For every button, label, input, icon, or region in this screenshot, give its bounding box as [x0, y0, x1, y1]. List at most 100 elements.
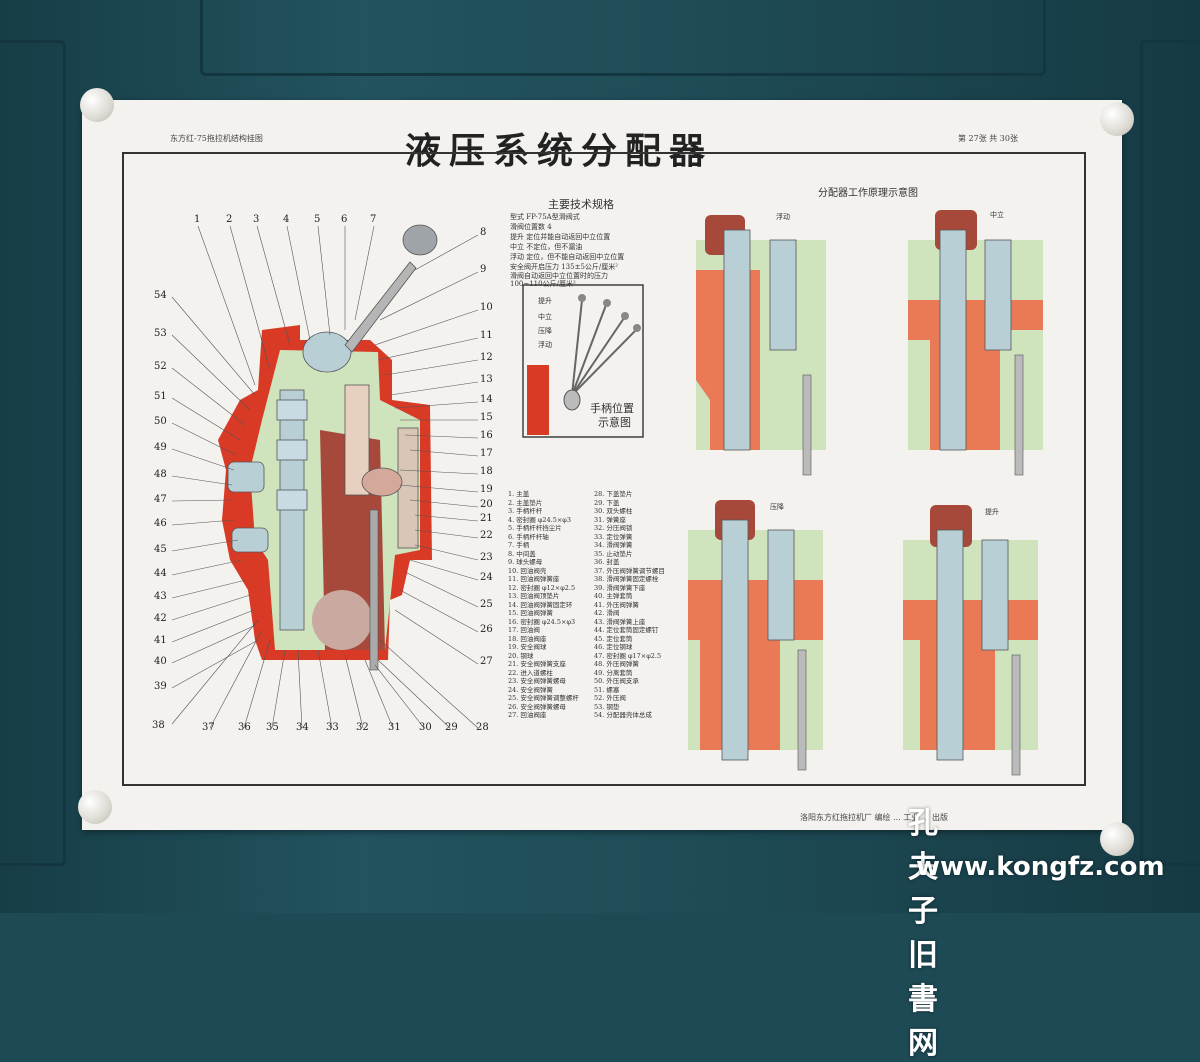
handle-position-label: 中立: [538, 313, 552, 321]
callout-leaders: [171, 225, 479, 729]
callout-number: 43: [154, 591, 167, 602]
principle-panel-lift: [903, 505, 1038, 776]
parts-list-item: 29. 下盖: [594, 498, 620, 507]
parts-list-item: 49. 分离套筒: [594, 668, 633, 677]
parts-list-item: 36. 封盖: [594, 558, 620, 566]
parts-list-item: 54. 分配器壳体总成: [594, 711, 652, 719]
spec-title: 主要技术规格: [548, 198, 614, 211]
handle-diagram-caption: 手柄位置: [590, 402, 634, 415]
callout-number: 37: [202, 722, 215, 733]
parts-list-item: 24. 安全阀弹簧: [508, 685, 553, 694]
principle-label-pressure-drop: 压降: [770, 503, 784, 511]
callout-number: 3: [253, 214, 260, 225]
principle-label-float: 浮动: [776, 213, 790, 221]
parts-list-item: 45. 定位套筒: [594, 634, 633, 643]
callout-number: 10: [480, 302, 493, 313]
parts-list-item: 11. 回油阀弹簧座: [508, 575, 560, 583]
door-panel-left: [0, 40, 66, 866]
callout-number: 33: [326, 722, 339, 733]
parts-list-item: 30. 双头螺柱: [594, 507, 633, 515]
parts-list-item: 13. 回油阀顶垫片: [508, 592, 560, 600]
principle-diagram-title: 分配器工作原理示意图: [818, 188, 918, 199]
callout-number: 11: [480, 330, 493, 341]
callout-number: 31: [388, 722, 401, 733]
parts-list-item: 16. 密封圈 φ24.5×φ3: [508, 617, 576, 626]
callout-number: 39: [154, 681, 167, 692]
parts-list-item: 50. 外压阀支承: [594, 677, 639, 685]
callout-number: 32: [356, 722, 369, 733]
callout-number: 21: [480, 513, 493, 524]
handle-position-label: 提升: [538, 297, 552, 305]
callout-number: 20: [480, 499, 493, 510]
parts-list-item: 9. 球头螺母: [508, 558, 543, 566]
callout-number: 24: [480, 572, 493, 583]
parts-list-item: 26. 安全阀弹簧螺母: [508, 702, 566, 711]
pushpin-icon: [78, 790, 112, 824]
parts-list-item: 17. 回油阀: [508, 626, 540, 634]
handle-position-label: 浮动: [538, 341, 552, 349]
handle-position-diagram: [522, 284, 644, 438]
parts-list-item: 52. 外压阀: [594, 694, 626, 702]
parts-list-item: 46. 定位钢球: [594, 643, 633, 651]
door-panel-top: [200, 0, 1046, 76]
poster-frame: [122, 152, 1086, 786]
parts-list-item: 53. 钢垫: [594, 702, 620, 711]
parts-list-item: 6. 手柄杆杆轴: [508, 532, 549, 541]
callout-number: 44: [154, 568, 167, 579]
parts-list-item: 38. 滑阀弹簧固定螺栓: [594, 575, 659, 583]
handle-position-label: 压降: [538, 327, 552, 335]
callout-number: 51: [154, 391, 167, 402]
poster-title: 液压系统分配器: [405, 130, 714, 172]
callout-number: 16: [480, 430, 493, 441]
parts-list-item: 3. 手柄杆杆: [508, 507, 543, 515]
poster-footer-credit: 洛阳东方红拖拉机厂 编绘 ... 工业 ... 出版: [800, 813, 948, 822]
parts-list-item: 44. 定位套筒固定螺钉: [594, 626, 659, 634]
parts-list-item: 21. 安全阀弹簧支座: [508, 660, 566, 668]
callout-number: 8: [480, 227, 487, 238]
callout-number: 2: [226, 214, 233, 225]
callout-number: 54: [154, 290, 167, 301]
principle-label-neutral: 中立: [990, 211, 1004, 219]
callout-number: 36: [238, 722, 251, 733]
parts-list-item: 37. 外压阀弹簧调节螺目: [594, 566, 665, 575]
callout-number: 53: [154, 328, 167, 339]
cutaway-diagram: [171, 210, 1043, 776]
callout-number: 30: [419, 722, 432, 733]
callout-number: 14: [480, 394, 493, 405]
callout-number: 13: [480, 374, 493, 385]
parts-list-item: 28. 下盖垫片: [594, 490, 633, 498]
principle-label-lift: 提升: [985, 508, 999, 516]
callout-number: 34: [296, 722, 309, 733]
parts-list-item: 18. 回油阀座: [508, 634, 547, 643]
callout-number: 52: [154, 361, 167, 372]
principle-panel-neutral: [908, 210, 1043, 476]
callout-number: 50: [154, 416, 167, 427]
callout-number: 29: [445, 722, 458, 733]
spec-line: 滑阀位置数 4: [510, 223, 552, 231]
callout-number: 41: [154, 635, 167, 646]
watermark-url: www.kongfz.com: [916, 852, 1165, 882]
callout-number: 15: [480, 412, 493, 423]
callout-number: 9: [480, 264, 487, 275]
parts-list-item: 51. 螺塞: [594, 685, 620, 694]
callout-number: 6: [341, 214, 348, 225]
spec-line: 提升 定位并能自动返回中立位置: [510, 233, 611, 241]
callout-number: 45: [154, 544, 167, 555]
parts-list-item: 33. 定位弹簧: [594, 532, 633, 541]
spec-line: 中立 不定位，但不漏油: [510, 243, 583, 251]
parts-list-item: 32. 分压阀锁: [594, 524, 633, 532]
callout-number: 27: [480, 656, 493, 667]
distributor-cutaway-illustration: [218, 224, 438, 671]
parts-list-item: 34. 滑阀弹簧: [594, 541, 633, 549]
principle-panel-pressure-drop: [688, 500, 823, 771]
parts-list-item: 14. 回油阀弹簧固定环: [508, 600, 573, 609]
callout-number: 28: [476, 722, 489, 733]
parts-list-item: 5. 手柄杆杆挡尘片: [508, 524, 562, 532]
callout-number: 23: [480, 552, 493, 563]
callout-number: 48: [154, 469, 167, 480]
callout-number: 18: [480, 466, 493, 477]
poster-series-label: 东方红-75拖拉机结构挂图: [170, 134, 263, 143]
callout-number: 25: [480, 599, 493, 610]
parts-list-item: 42. 滑阀: [594, 609, 620, 617]
callout-number: 1: [194, 214, 201, 225]
